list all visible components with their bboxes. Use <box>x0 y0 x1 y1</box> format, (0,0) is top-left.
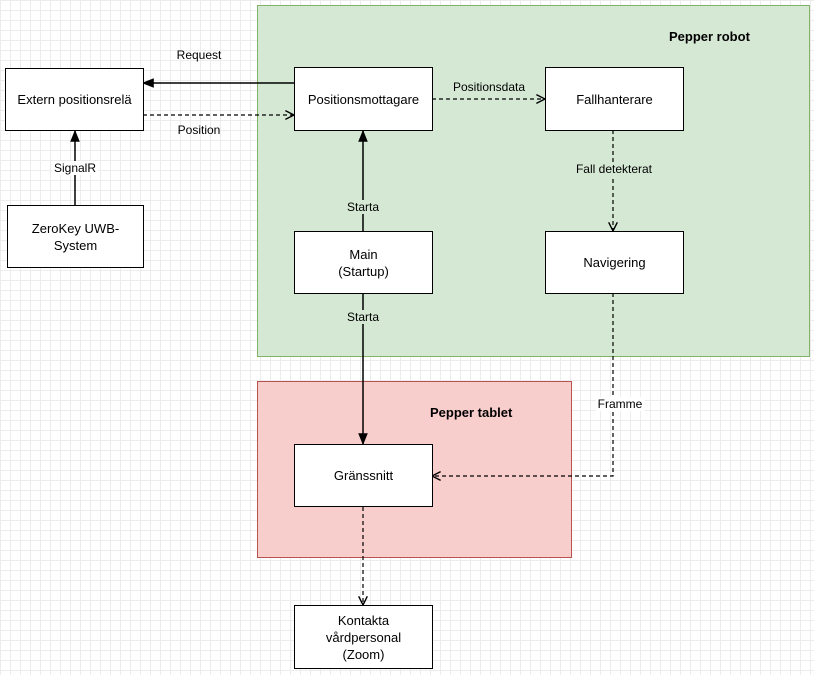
node-zerokey-uwb-system: ZeroKey UWB- System <box>7 205 144 268</box>
node-zerokey-uwb-system-label: ZeroKey UWB- System <box>31 220 120 253</box>
node-kontakta-vardpersonal-label: Kontakta vårdpersonal (Zoom) <box>325 612 402 662</box>
edge-label-starta-down: Starta <box>344 310 382 324</box>
edge-framme <box>432 293 614 476</box>
node-navigering-label: Navigering <box>583 255 646 270</box>
edge-label-signalr: SignalR <box>51 161 99 175</box>
pepper-robot-title: Pepper robot <box>669 29 750 44</box>
node-extern-positionsrela: Extern positionsrelä <box>5 68 144 131</box>
node-extern-positionsrela-label: Extern positionsrelä <box>17 92 132 107</box>
node-kontakta-vardpersonal: Kontakta vårdpersonal (Zoom) <box>294 605 433 669</box>
node-navigering: Navigering <box>545 231 684 294</box>
node-positionsmottagare: Positionsmottagare <box>294 67 433 131</box>
pepper-robot-container: Pepper robot <box>257 5 810 357</box>
edge-label-position: Position <box>177 123 221 137</box>
edge-label-framme: Framme <box>595 397 645 411</box>
node-main-startup-label: Main (Startup) <box>338 246 389 279</box>
edge-label-starta-up: Starta <box>344 200 382 214</box>
edge-label-request: Request <box>176 48 222 62</box>
node-granssnitt: Gränssnitt <box>294 444 433 507</box>
node-main-startup: Main (Startup) <box>294 231 433 294</box>
node-granssnitt-label: Gränssnitt <box>333 468 394 483</box>
edge-label-fall-detekterat: Fall detekterat <box>573 162 655 176</box>
node-fallhanterare-label: Fallhanterare <box>576 91 653 107</box>
edge-label-positionsdata: Positionsdata <box>450 80 528 94</box>
node-positionsmottagare-label: Positionsmottagare <box>307 91 420 107</box>
node-fallhanterare: Fallhanterare <box>545 67 684 131</box>
pepper-tablet-title: Pepper tablet <box>430 405 513 420</box>
